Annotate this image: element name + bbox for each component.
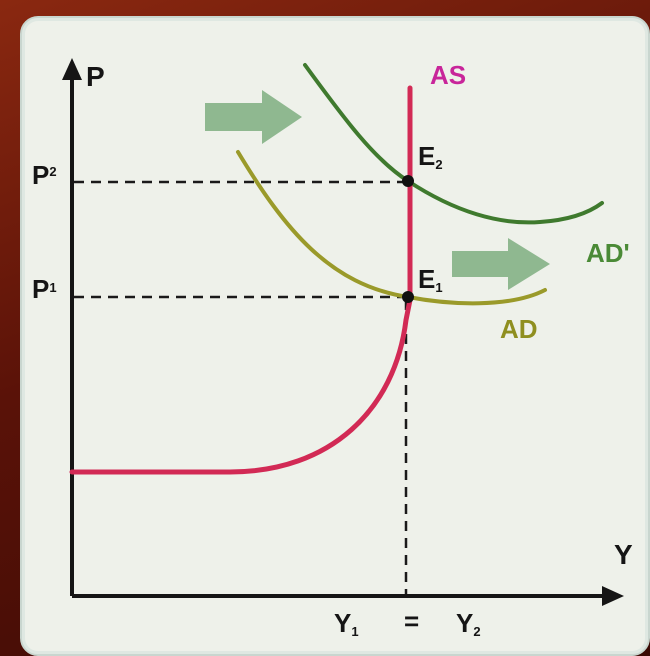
- diagram-panel: [20, 16, 650, 656]
- shift-right-arrow-icon: [452, 238, 550, 290]
- y2-label: Y2: [456, 608, 481, 639]
- e1-label: E1: [418, 264, 443, 295]
- as-curve: [69, 85, 413, 475]
- e1-point: [402, 291, 414, 303]
- y1-label: Y1: [334, 608, 359, 639]
- p-axis-label: P: [86, 61, 105, 92]
- p1-label: P1: [32, 274, 57, 304]
- shift-right-arrow-icon: [205, 90, 302, 144]
- p-axis-arrowhead: [62, 58, 82, 80]
- e2-label: E2: [418, 141, 443, 172]
- y-axis-label: Y: [614, 539, 633, 570]
- ad-label: AD: [500, 314, 538, 344]
- e2-point: [402, 175, 414, 187]
- y-axis-arrowhead: [602, 586, 624, 606]
- equals-label: =: [404, 606, 419, 636]
- ad-shifted-label: AD': [586, 238, 630, 268]
- ad-curve: [236, 150, 547, 306]
- as-label: AS: [430, 60, 466, 90]
- ad-shifted-curve: [303, 63, 604, 225]
- p2-label: P2: [32, 160, 57, 190]
